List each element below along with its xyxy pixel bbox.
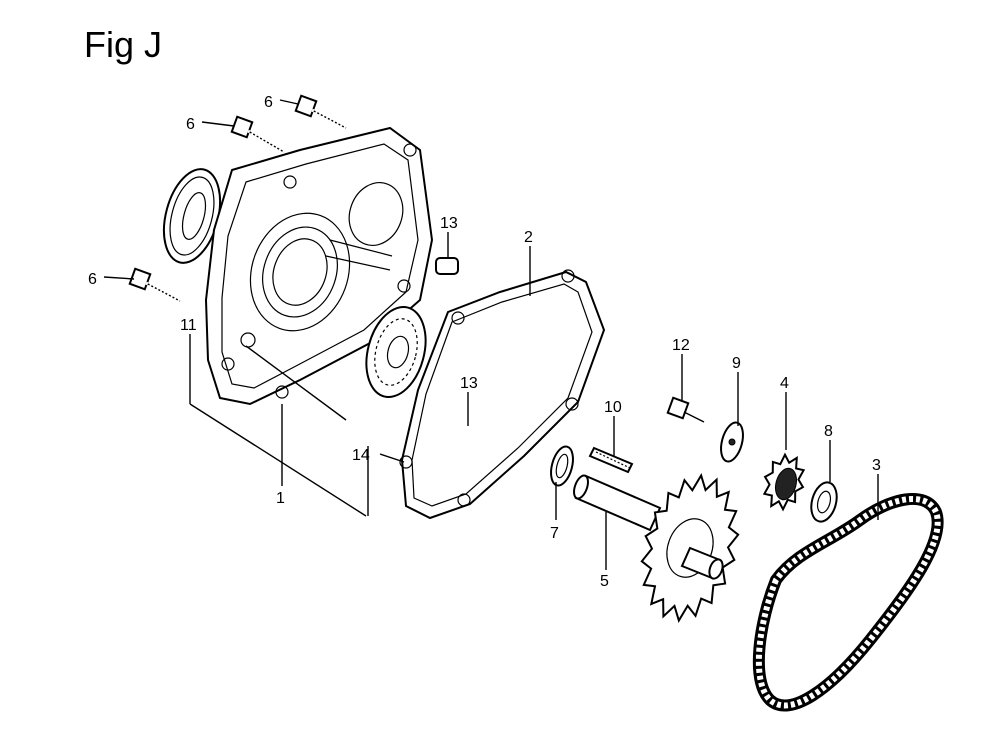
callout-2: 2	[524, 229, 533, 246]
washer-8	[810, 481, 838, 523]
washer-7	[550, 445, 574, 487]
gasket-2	[399, 269, 606, 520]
callout-14: 14	[352, 447, 370, 464]
callout-13-lower: 13	[460, 375, 478, 392]
callout-6-middle: 6	[186, 116, 195, 133]
drive-chain-3	[752, 492, 944, 712]
callout-9: 9	[732, 355, 741, 372]
bolt-6-left	[128, 267, 181, 303]
callout-7: 7	[550, 525, 559, 542]
shaft-sprocket-5	[573, 473, 740, 623]
callout-6-left: 6	[88, 271, 97, 288]
bearing-14	[365, 305, 427, 399]
leader-lines	[103, 99, 879, 570]
callout-1: 1	[276, 490, 285, 507]
bolt-12	[666, 396, 705, 423]
dowel-pin-13-upper	[435, 257, 459, 275]
callout-6-top: 6	[264, 94, 273, 111]
bolt-6-middle	[230, 115, 285, 154]
callout-12: 12	[672, 337, 690, 354]
figure-title: Fig J	[84, 24, 163, 65]
small-sprocket-4	[762, 452, 806, 512]
callout-4: 4	[780, 375, 789, 392]
oil-seal-11	[162, 168, 222, 264]
callout-8: 8	[824, 423, 833, 440]
callout-3: 3	[872, 457, 881, 474]
washer-9	[720, 421, 744, 463]
callout-11: 11	[180, 317, 197, 334]
bolt-6-top	[294, 94, 347, 130]
callout-labels: 6 6 6 11 1 14 13 13 2 12 9 4 8 10 3 7 5	[88, 94, 881, 590]
callout-5: 5	[600, 573, 609, 590]
callout-13-upper: 13	[440, 215, 458, 232]
key-10	[588, 446, 634, 474]
callout-10: 10	[604, 399, 622, 416]
